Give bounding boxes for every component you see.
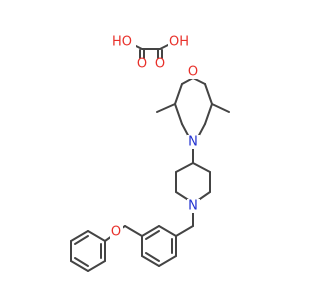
bond xyxy=(158,255,177,267)
bond xyxy=(192,162,211,173)
bond xyxy=(141,255,160,267)
label-background xyxy=(110,225,123,239)
morpholine-oxygen: O xyxy=(188,65,198,80)
carbonyl-oxygen-right: O xyxy=(155,57,165,72)
benzyl-ring xyxy=(118,225,177,267)
ether-oxygen: O xyxy=(111,225,121,240)
bond xyxy=(175,225,194,237)
bond xyxy=(145,230,160,240)
hydroxyl-label-left: HO xyxy=(112,35,132,50)
bond xyxy=(158,225,177,237)
bond xyxy=(174,83,183,105)
piperidine-ring xyxy=(175,144,211,237)
piperidine-nitrogen: N xyxy=(188,199,198,214)
bond xyxy=(156,103,176,113)
dimethylmorpholine-ring xyxy=(156,77,230,140)
bond xyxy=(141,225,160,237)
carbonyl-oxygen-left: O xyxy=(137,57,147,72)
bond xyxy=(175,162,194,173)
bond xyxy=(70,230,89,242)
label-background xyxy=(187,65,200,79)
phenoxy-ring xyxy=(70,230,113,272)
oxalic-acid xyxy=(129,42,173,59)
morpholine-nitrogen: N xyxy=(188,135,198,150)
bond xyxy=(87,260,106,272)
bond xyxy=(87,230,106,242)
bond xyxy=(174,103,183,125)
bond xyxy=(204,103,213,125)
atom-labels: HO OH O O O N N O xyxy=(110,35,200,240)
label-background xyxy=(187,199,200,213)
bond xyxy=(74,235,89,245)
bond xyxy=(74,257,89,267)
chemical-structure: HO OH O O O N N O xyxy=(70,35,230,272)
label-background xyxy=(187,135,200,149)
label-background xyxy=(112,35,136,49)
label-background xyxy=(168,35,190,49)
hydroxyl-label-right: OH xyxy=(169,35,189,50)
bond xyxy=(70,260,89,272)
bond xyxy=(211,103,230,113)
structure-canvas: HO OH O O O N N O xyxy=(70,35,230,272)
bond xyxy=(204,83,213,105)
bond xyxy=(124,225,143,237)
bond xyxy=(145,252,160,262)
